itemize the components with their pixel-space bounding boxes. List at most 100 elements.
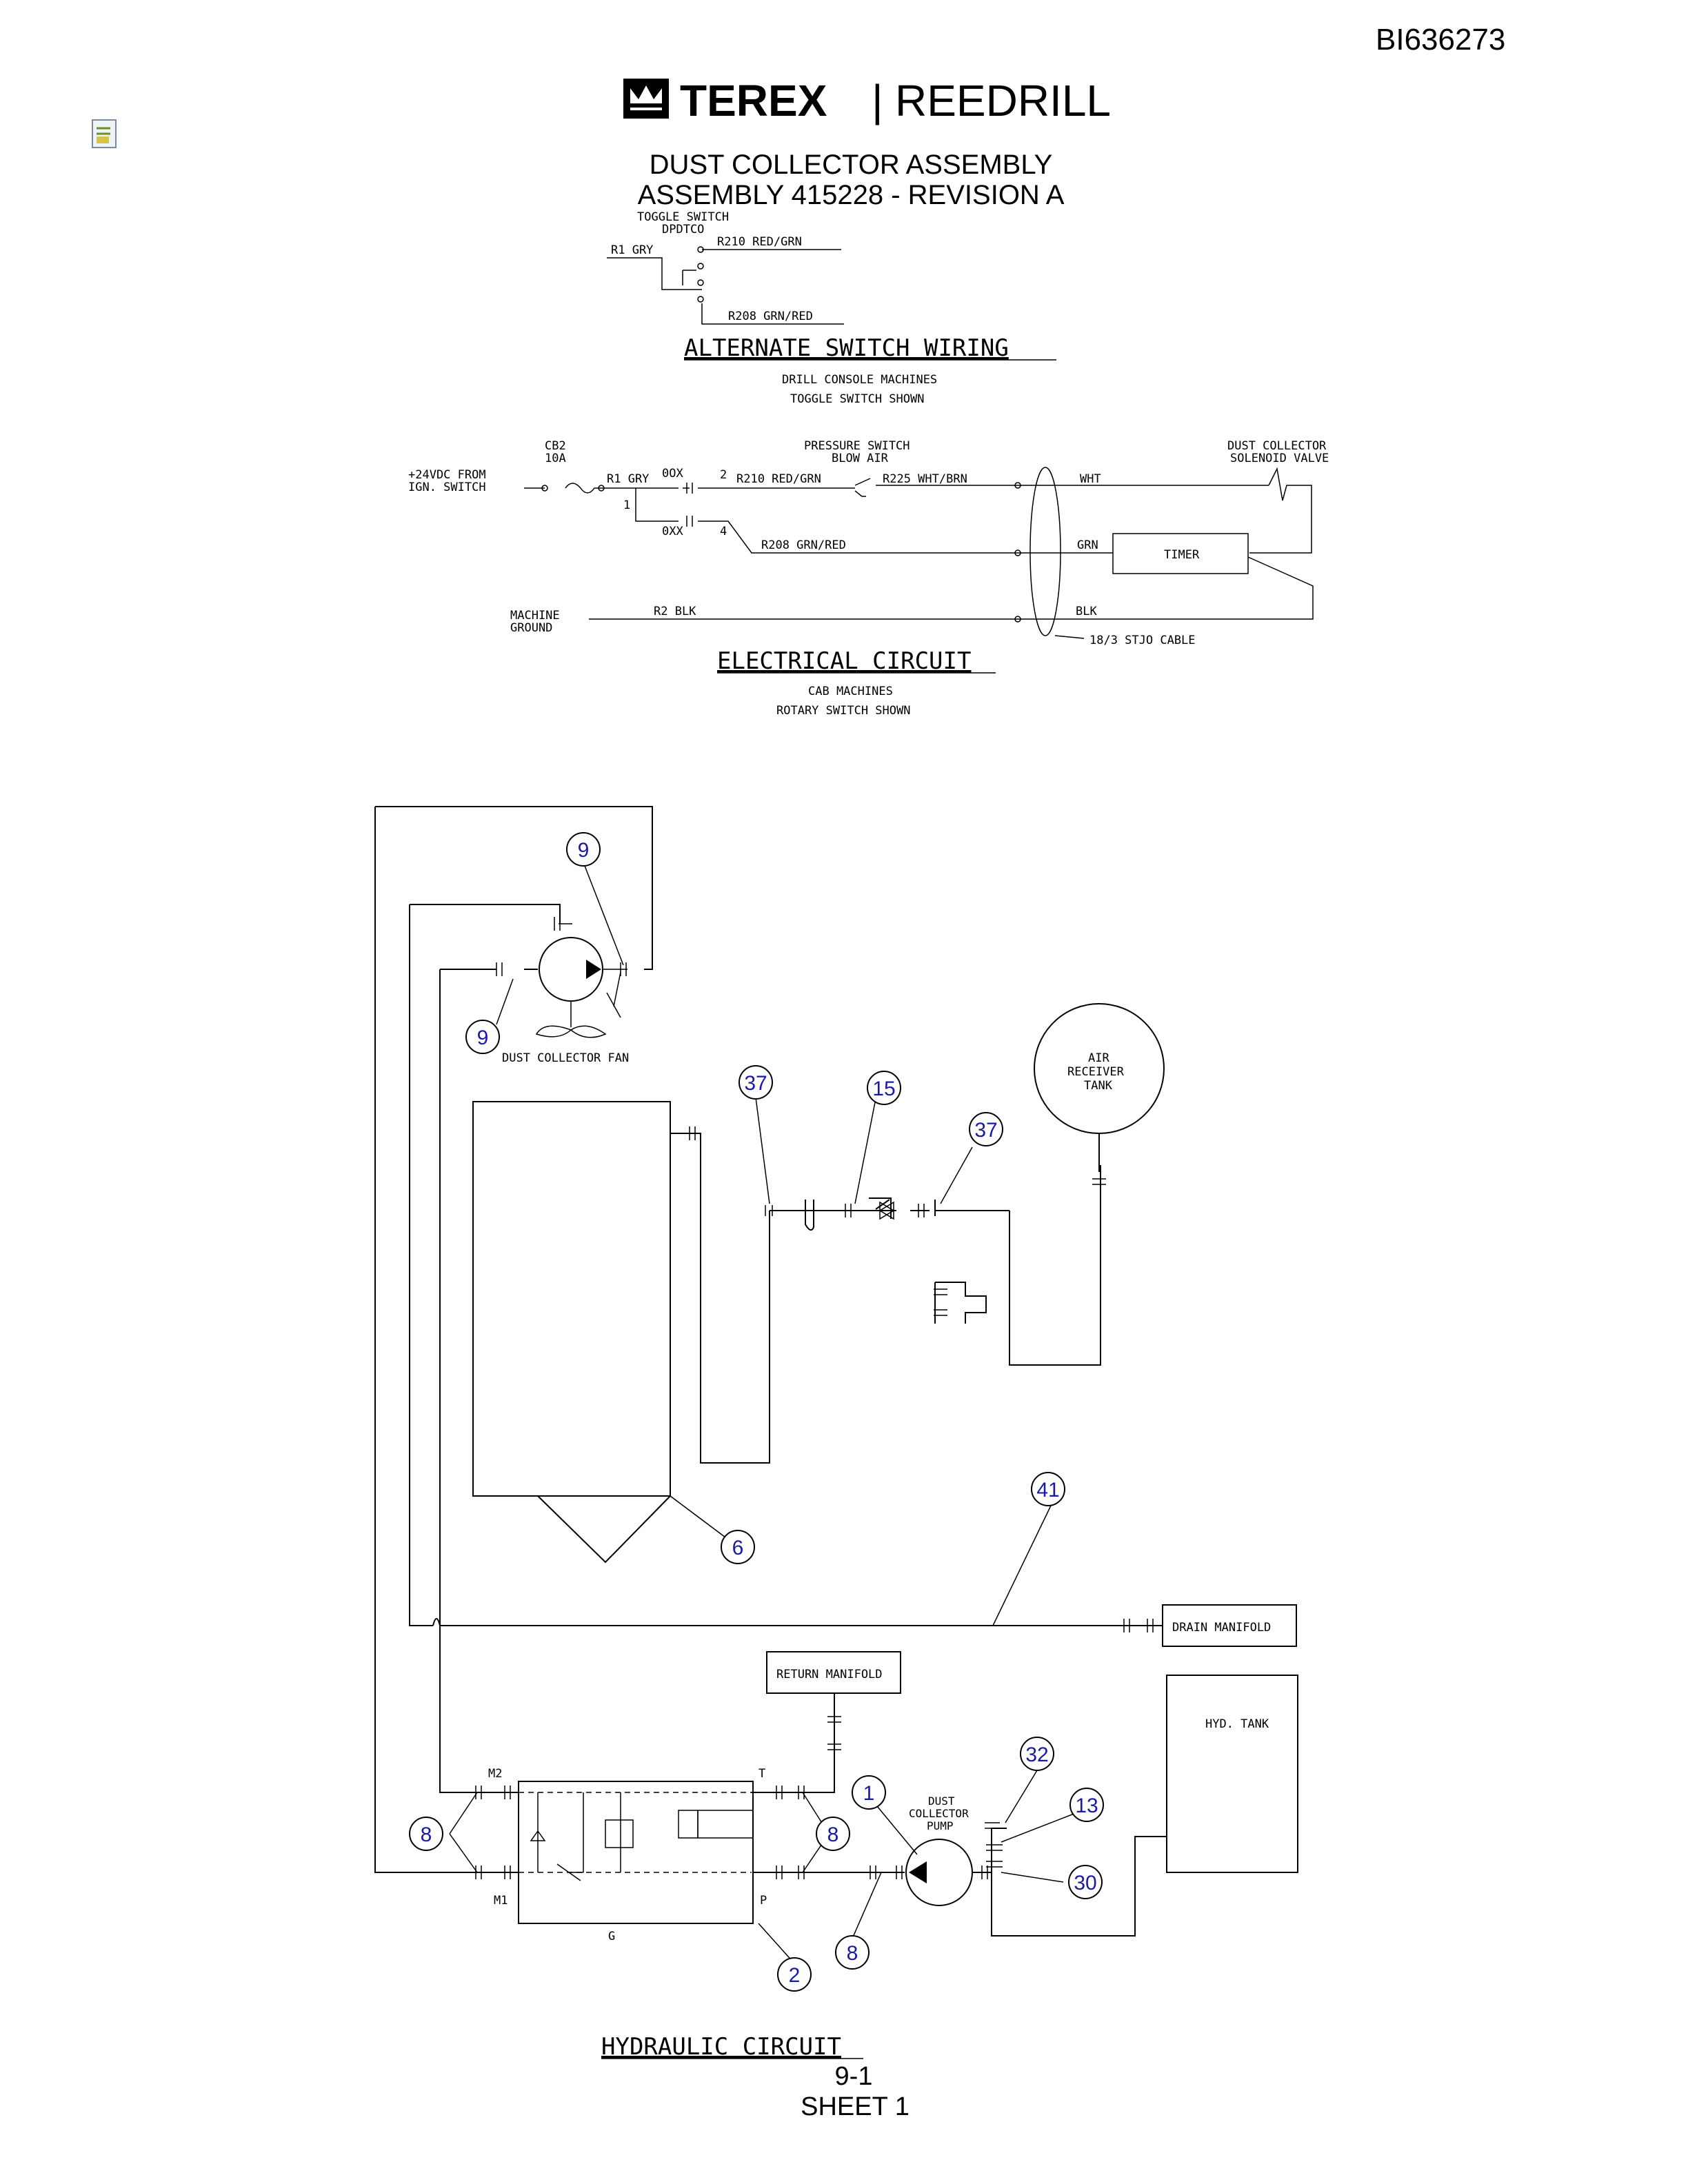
hydraulic-heading: HYDRAULIC CIRCUIT xyxy=(601,2033,841,2061)
timer-box xyxy=(1112,533,1249,574)
valve-label-1: DUST COLLECTOR xyxy=(1227,439,1327,453)
document-id: BI636273 xyxy=(1376,23,1505,57)
logo-product: REEDRILL xyxy=(895,76,1111,125)
svg-text:37: 37 xyxy=(744,1072,767,1095)
svg-text:15: 15 xyxy=(872,1078,895,1100)
callout-1: 1 xyxy=(852,1775,886,1810)
wire-r2: R2 BLK xyxy=(654,605,696,618)
electrical-heading: ELECTRICAL CIRCUIT xyxy=(717,647,971,675)
wire-r208: R208 GRN/RED xyxy=(761,538,846,552)
wire-r1-label: R1 GRY xyxy=(611,243,653,257)
air-tank-label-3: TANK xyxy=(1084,1079,1113,1093)
callout-15: 15 xyxy=(867,1071,901,1105)
callout-37-left: 37 xyxy=(738,1065,773,1100)
supply-label-1: +24VDC FROM xyxy=(408,468,486,482)
drain-manifold-label: DRAIN MANIFOLD xyxy=(1172,1621,1271,1635)
svg-text:8: 8 xyxy=(847,1942,858,1965)
supply-label-2: IGN. SWITCH xyxy=(408,481,486,494)
title-line-2: ASSEMBLY 415228 - REVISION A xyxy=(638,180,1065,210)
switch-pos-0ox: 0OX xyxy=(662,467,683,481)
valve-label-2: SOLENOID VALVE xyxy=(1230,452,1329,465)
wire-grn: GRN xyxy=(1077,538,1098,552)
pump-label-2: COLLECTOR xyxy=(909,1807,969,1820)
callout-13: 13 xyxy=(1069,1788,1104,1822)
callout-8-left: 8 xyxy=(409,1817,443,1851)
sheet-label: SHEET 1 xyxy=(801,2092,910,2121)
air-tank-label-2: RECEIVER xyxy=(1067,1065,1125,1079)
svg-text:32: 32 xyxy=(1025,1743,1048,1766)
cable-label: 18/3 STJO CABLE xyxy=(1089,634,1196,647)
switch-pos-0xx: 0XX xyxy=(662,525,683,538)
hydraulic-tank xyxy=(1166,1675,1298,1873)
svg-text:1: 1 xyxy=(863,1782,875,1805)
svg-text:6: 6 xyxy=(732,1537,744,1559)
toggle-switch-label: TOGGLE SWITCH xyxy=(637,210,729,224)
electrical-sub2: ROTARY SWITCH SHOWN xyxy=(776,704,910,718)
svg-text:37: 37 xyxy=(974,1119,997,1142)
port-m2: M2 xyxy=(488,1767,502,1781)
ground-label-2: GROUND xyxy=(510,621,552,635)
callout-fan-top: 9 xyxy=(566,832,601,867)
valve-block xyxy=(518,1781,754,1924)
electrical-sub1: CAB MACHINES xyxy=(808,685,893,698)
toggle-switch-type: DPDTCO xyxy=(662,223,704,236)
pressure-switch-label-2: BLOW AIR xyxy=(832,452,889,465)
dust-collector-housing xyxy=(472,1101,671,1497)
hydraulic-circuit: DUST COLLECTOR FAN AIR RECEIVER TANK DRA… xyxy=(374,806,1298,2061)
return-manifold-label: RETURN MANIFOLD xyxy=(776,1668,883,1681)
callout-32: 32 xyxy=(1020,1737,1054,1771)
callout-41: 41 xyxy=(1031,1472,1065,1506)
svg-text:8: 8 xyxy=(827,1823,839,1846)
fan-label: DUST COLLECTOR FAN xyxy=(502,1051,629,1065)
svg-text:9: 9 xyxy=(477,1027,489,1049)
cb2-label: CB2 xyxy=(545,439,566,453)
wire-r210: R210 RED/GRN xyxy=(736,472,821,486)
terex-logo: TEREX | REEDRILL xyxy=(623,76,1111,125)
callout-30: 30 xyxy=(1068,1865,1103,1899)
wire-r1: R1 GRY xyxy=(607,472,649,486)
alt-switch-heading: ALTERNATE SWITCH WIRING xyxy=(684,334,1009,362)
wire-blk: BLK xyxy=(1076,605,1097,618)
svg-text:9: 9 xyxy=(578,839,590,862)
callout-2: 2 xyxy=(777,1957,812,1992)
logo-divider: | xyxy=(872,76,883,125)
wire-r225: R225 WHT/BRN xyxy=(883,472,967,486)
air-tank-label-1: AIR xyxy=(1088,1051,1109,1065)
cb2-amp: 10A xyxy=(545,452,566,465)
pump-label-3: PUMP xyxy=(927,1819,954,1832)
pin-2: 2 xyxy=(720,468,727,482)
callout-fan-left: 9 xyxy=(465,1020,500,1054)
svg-text:30: 30 xyxy=(1074,1872,1096,1894)
hyd-tank-label: HYD. TANK xyxy=(1205,1717,1269,1731)
callout-6: 6 xyxy=(721,1530,755,1564)
svg-text:2: 2 xyxy=(789,1964,801,1987)
svg-text:13: 13 xyxy=(1075,1794,1098,1817)
callout-8-bottom: 8 xyxy=(835,1935,870,1970)
alt-switch-sub1: DRILL CONSOLE MACHINES xyxy=(782,373,937,387)
ground-label-1: MACHINE xyxy=(510,609,560,623)
alt-switch-sub2: TOGGLE SWITCH SHOWN xyxy=(790,392,924,406)
pin-4: 4 xyxy=(720,525,727,538)
svg-text:8: 8 xyxy=(421,1823,432,1846)
page-number: 9-1 xyxy=(835,2062,873,2091)
port-t: T xyxy=(758,1767,765,1781)
wire-r210-label: R210 RED/GRN xyxy=(717,235,802,249)
port-g: G xyxy=(608,1930,615,1943)
wire-wht: WHT xyxy=(1080,472,1101,486)
pressure-switch-label-1: PRESSURE SWITCH xyxy=(804,439,910,453)
alternate-switch-wiring: TOGGLE SWITCH DPDTCO R1 GRY R210 RED/GRN… xyxy=(607,210,1056,406)
svg-text:41: 41 xyxy=(1036,1479,1059,1502)
timer-label: TIMER xyxy=(1164,548,1200,562)
electrical-circuit: CB2 10A +24VDC FROM IGN. SWITCH R1 GRY 0… xyxy=(408,439,1329,718)
wire-r208-label: R208 GRN/RED xyxy=(728,310,813,323)
title-line-1: DUST COLLECTOR ASSEMBLY xyxy=(650,150,1053,180)
attachment-icon[interactable] xyxy=(92,119,117,148)
callout-8-right: 8 xyxy=(816,1817,850,1851)
logo-brand: TEREX xyxy=(680,76,827,125)
port-m1: M1 xyxy=(494,1894,508,1908)
pin-1: 1 xyxy=(623,498,630,512)
callout-37-right: 37 xyxy=(969,1112,1003,1146)
pump-label-1: DUST xyxy=(928,1794,955,1808)
port-p: P xyxy=(760,1894,767,1908)
